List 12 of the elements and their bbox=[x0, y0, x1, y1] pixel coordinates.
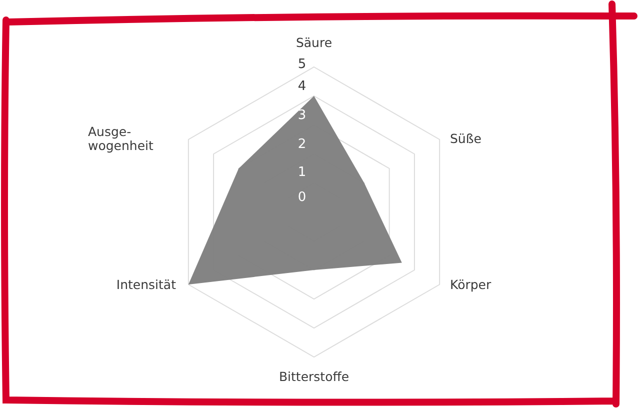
axis-label: Säure bbox=[296, 36, 332, 50]
scale-number: 5 bbox=[298, 58, 306, 72]
scale-number: 1 bbox=[298, 166, 306, 180]
scale-number: 0 bbox=[298, 191, 306, 205]
scale-number: 4 bbox=[298, 80, 306, 94]
axis-label: Ausge- wogenheit bbox=[88, 125, 154, 153]
axis-label: Intensität bbox=[116, 278, 176, 292]
axis-label: Bitterstoffe bbox=[278, 370, 350, 384]
axis-label: Körper bbox=[450, 278, 492, 292]
scale-number: 2 bbox=[298, 138, 306, 152]
axis-label: Süße bbox=[450, 132, 482, 146]
scale-number: 3 bbox=[298, 109, 306, 123]
